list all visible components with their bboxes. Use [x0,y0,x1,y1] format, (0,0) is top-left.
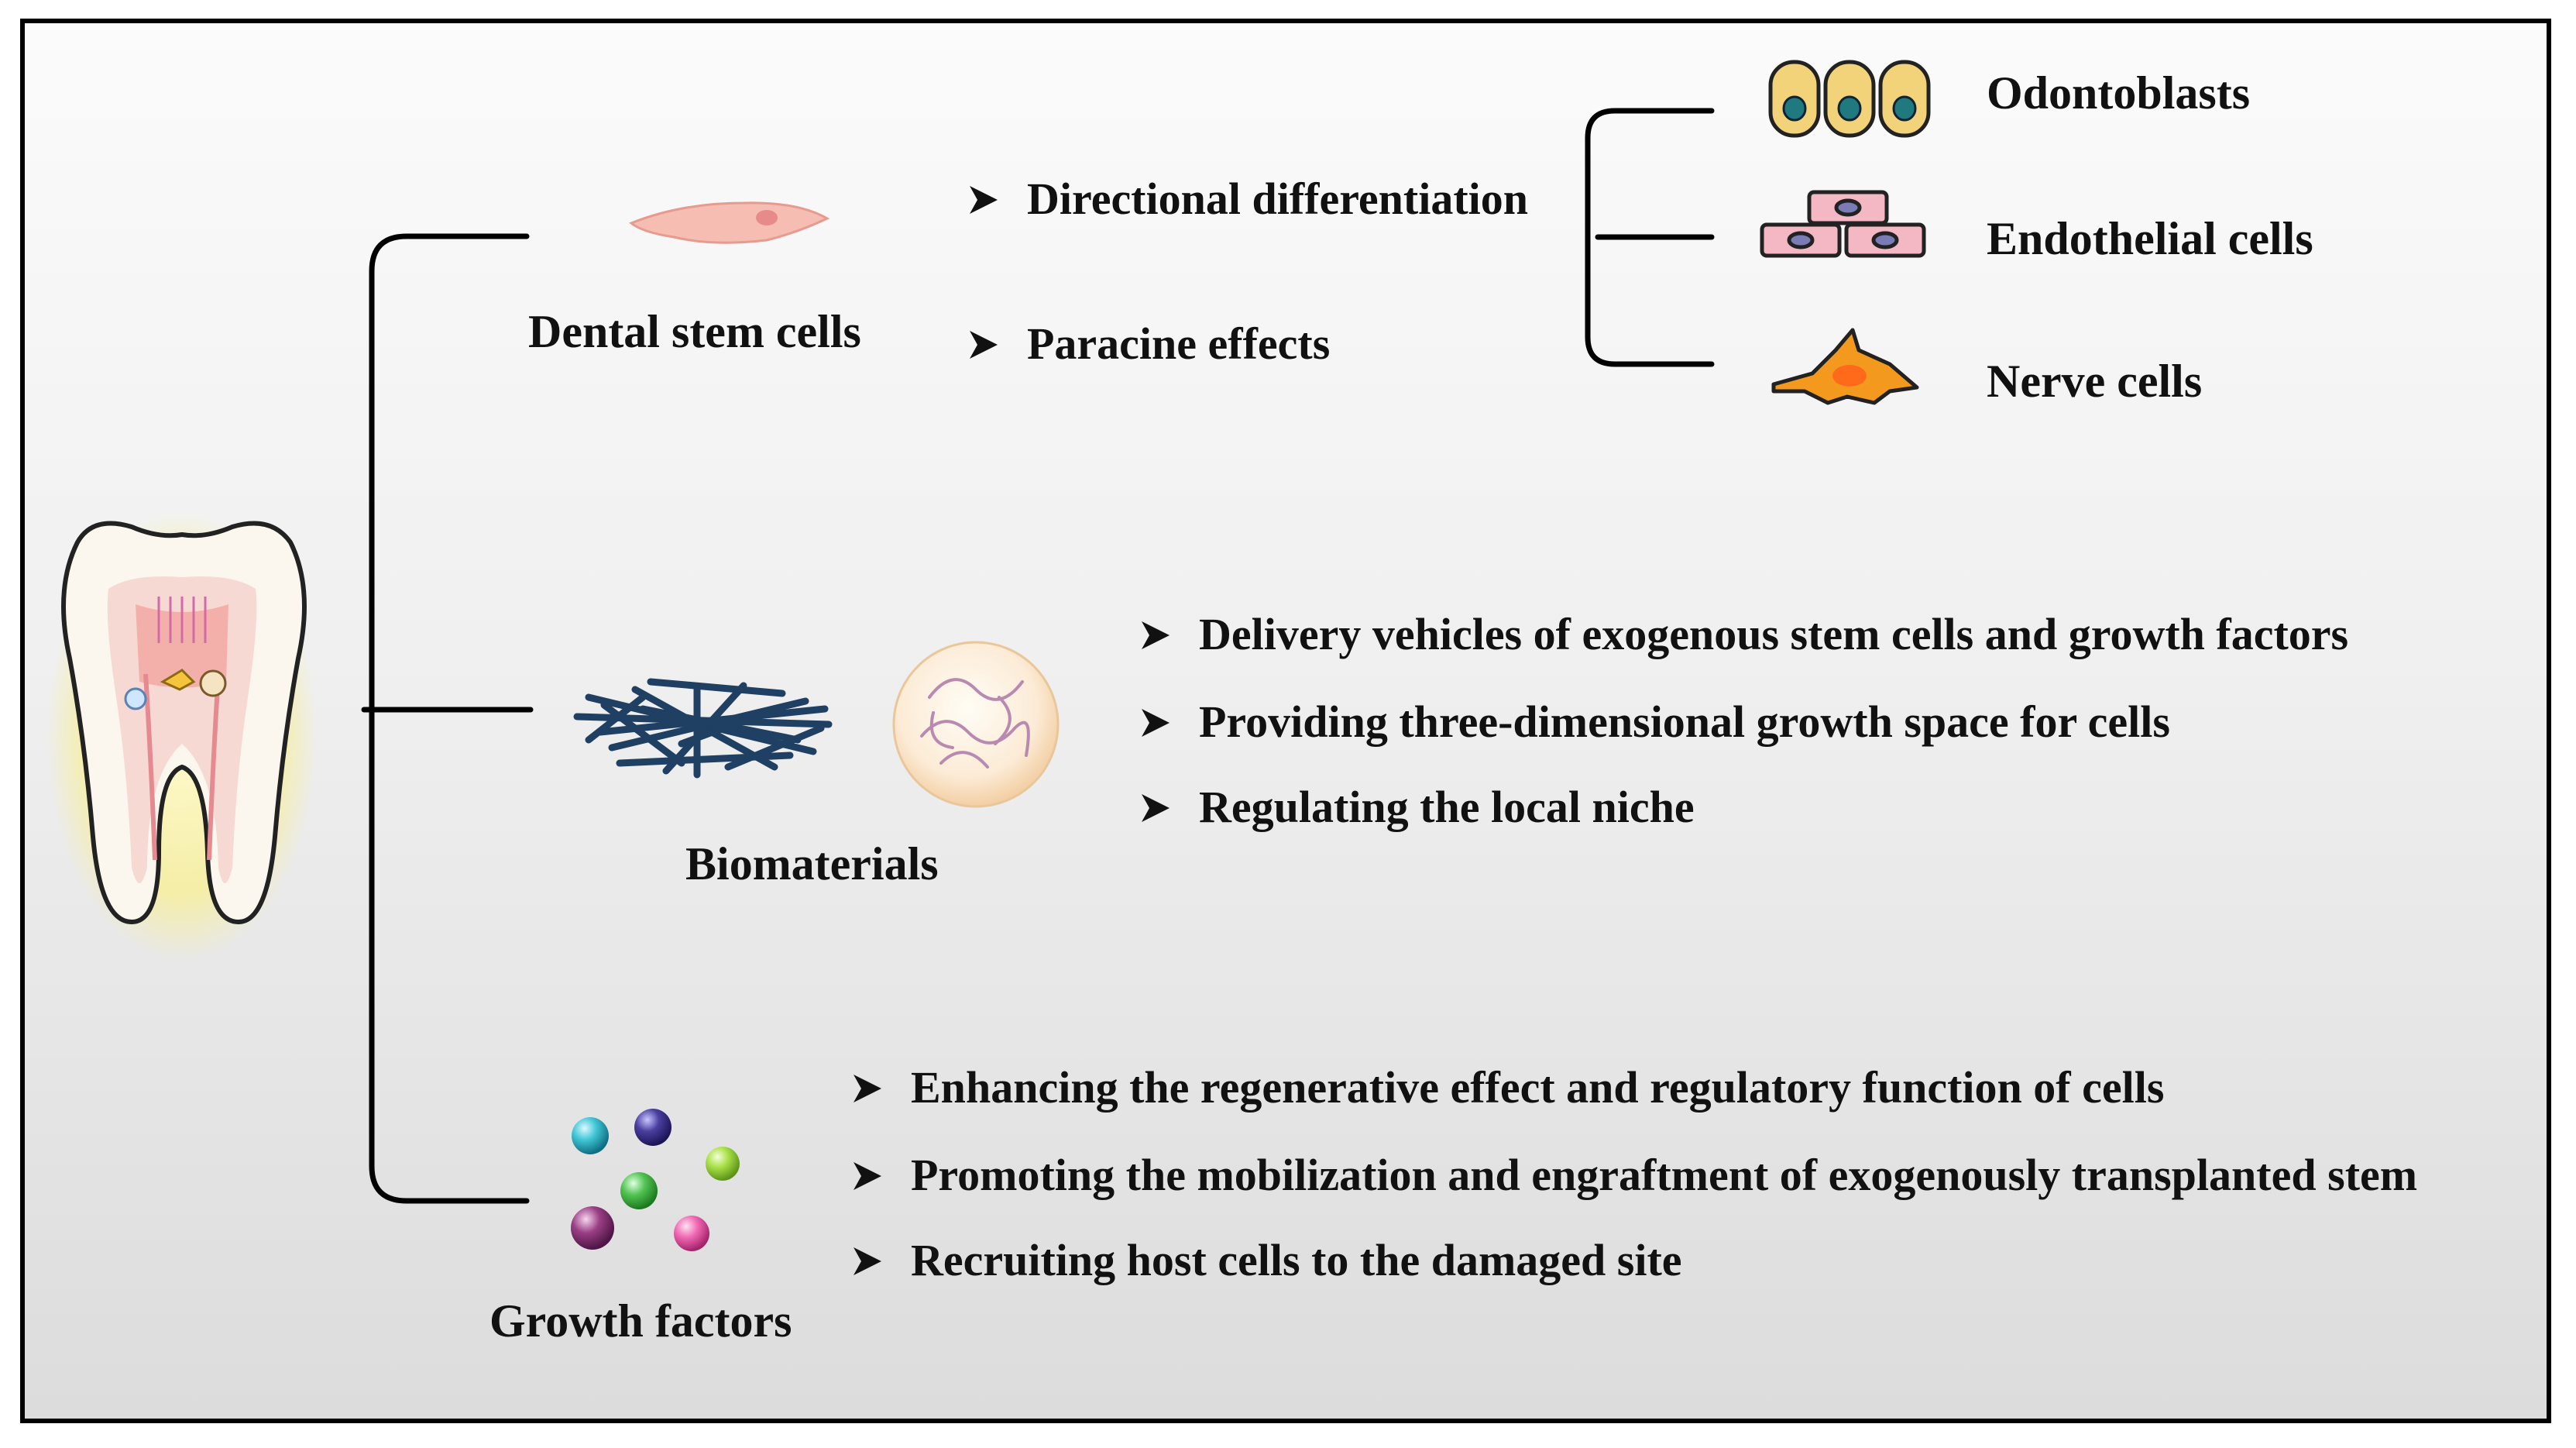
role-text: Regulating the local niche [1199,782,1695,832]
figure-frame [20,19,2551,1423]
role-text: Providing three-dimensional growth space… [1199,696,2170,747]
tooth-icon [46,511,318,961]
bullet-biomaterial-role: Providing three-dimensional growth space… [1139,700,2170,745]
scaffold-mesh-icon [573,678,833,779]
arrowhead-bullet-icon [854,1075,881,1102]
label-biomaterials: Biomaterials [685,838,939,889]
arrowhead-bullet-icon [1142,621,1170,649]
arrowhead-bullet-icon [854,1247,881,1275]
role-text: Enhancing the regenerative effect and re… [911,1062,2165,1113]
label-endothelial-cells: Endothelial cells [1987,213,2313,264]
growth-factor-spheres-icon [571,1109,740,1251]
bullet-paracine-effects: Paracine effects [967,322,1330,366]
arrowhead-bullet-icon [970,331,998,359]
role-text: Recruiting host cells to the damaged sit… [911,1235,1682,1285]
stem-cell-icon [629,201,830,244]
differentiation-bracket [1585,108,1715,367]
odontoblasts-icon [1768,60,1931,138]
main-bracket [361,233,534,1204]
hydrogel-sphere-icon [892,641,1060,808]
endothelial-cells-icon [1760,190,1926,258]
arrowhead-bullet-icon [854,1162,881,1190]
bullet-growth-factor-role: Recruiting host cells to the damaged sit… [850,1238,1682,1283]
label-dental-stem-cells: Dental stem cells [528,306,861,357]
bullet-directional-differentiation: Directional differentiation [967,177,1528,222]
bullet-growth-factor-role: Enhancing the regenerative effect and re… [850,1065,2164,1110]
label-nerve-cells: Nerve cells [1987,356,2203,407]
role-text: Promoting the mobilization and engraftme… [911,1150,2418,1200]
effect-text: Directional differentiation [1027,174,1529,224]
bullet-biomaterial-role: Regulating the local niche [1139,785,1695,830]
bullet-growth-factor-role: Promoting the mobilization and engraftme… [850,1153,2417,1198]
nerve-cell-icon [1771,328,1919,405]
label-odontoblasts: Odontoblasts [1987,67,2251,119]
role-text: Delivery vehicles of exogenous stem cell… [1199,609,2349,659]
arrowhead-bullet-icon [970,186,998,214]
arrowhead-bullet-icon [1142,794,1170,822]
bullet-biomaterial-role: Delivery vehicles of exogenous stem cell… [1139,612,2348,657]
label-growth-factors: Growth factors [489,1295,792,1347]
arrowhead-bullet-icon [1142,709,1170,737]
effect-text: Paracine effects [1027,318,1331,369]
